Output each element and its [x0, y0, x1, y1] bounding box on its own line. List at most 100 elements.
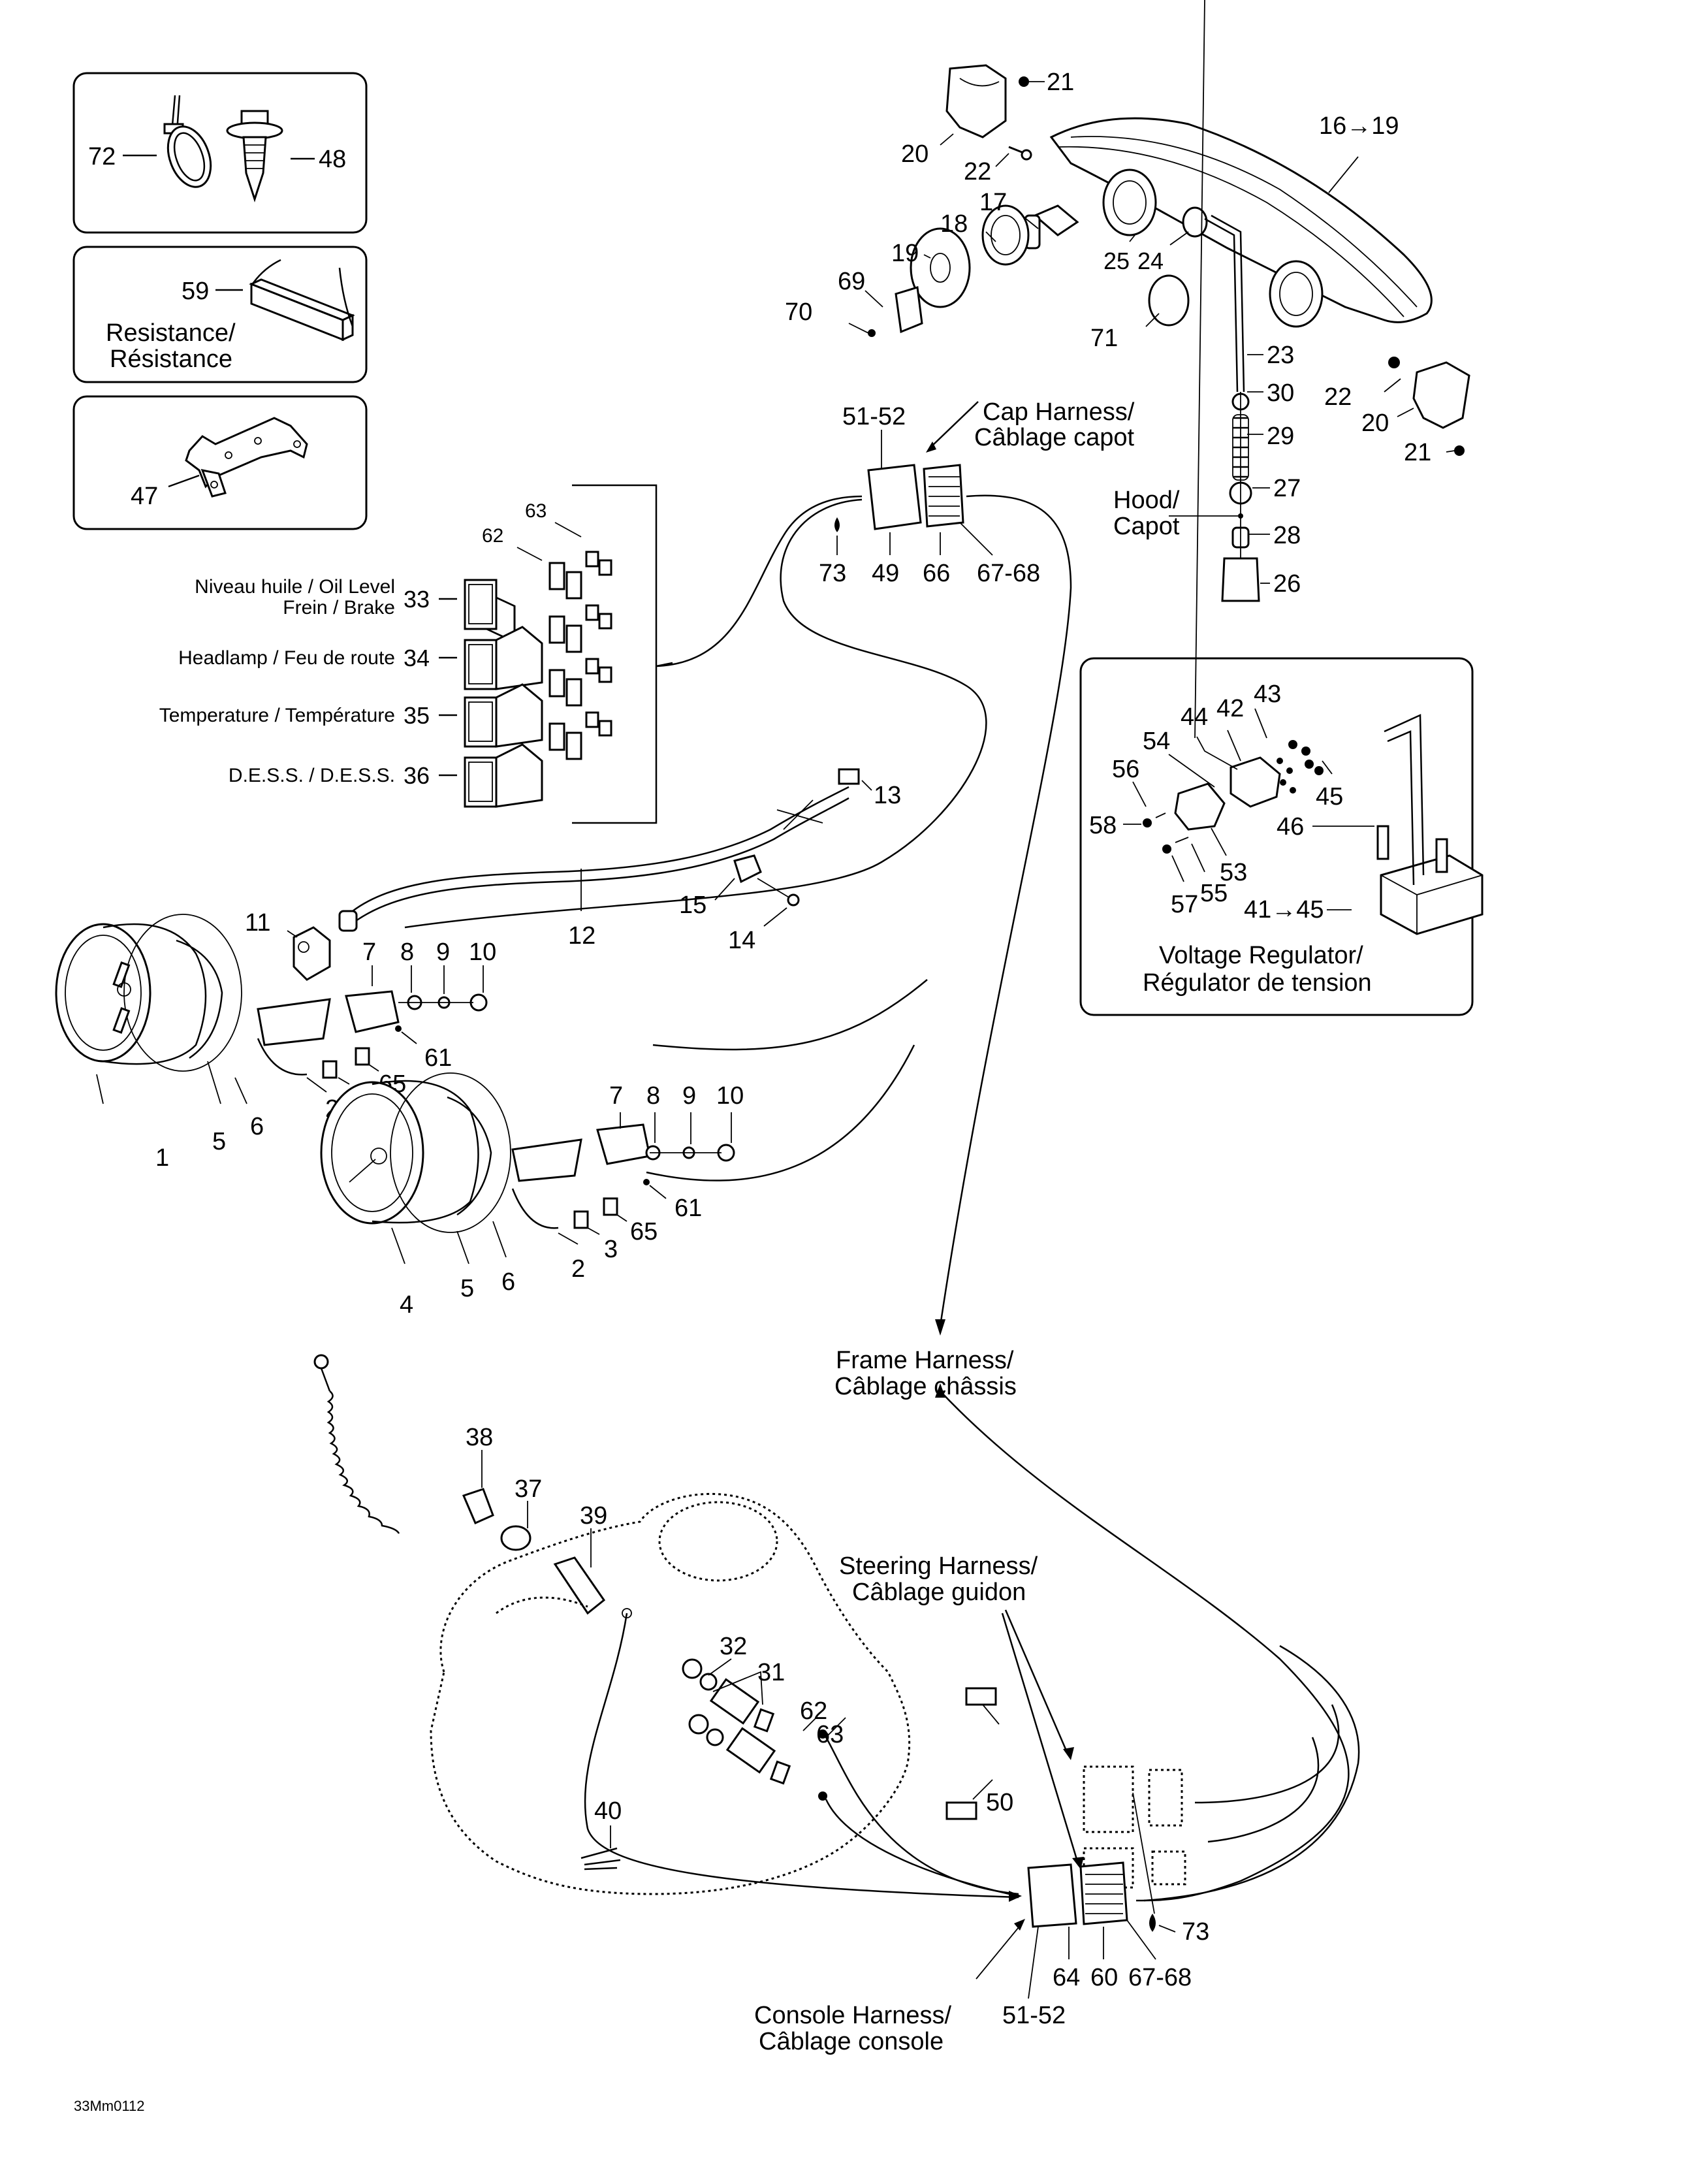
connector-3-upper [322, 1060, 338, 1079]
callout-48: 48 [319, 146, 346, 173]
ring-5 [176, 939, 223, 1059]
callout-43: 43 [1254, 681, 1281, 708]
indicator-headlamp: Headlamp / Feu de route 34 [178, 626, 543, 690]
callout-24: 24 [1137, 248, 1164, 274]
bolt-46 [1376, 825, 1389, 860]
cable-end-13 [838, 768, 860, 785]
screw-14 [787, 893, 800, 907]
headlamp-bulb-socket-right [1269, 260, 1324, 328]
callout-20-right: 20 [1361, 410, 1389, 437]
gasket-6-lower [390, 1072, 511, 1233]
callout-61-upper: 61 [424, 1044, 452, 1072]
dess-post-39 [553, 1556, 606, 1615]
indicator-33-label-1: Niveau huile / Oil Level [195, 576, 395, 598]
resistor-icon [249, 259, 355, 342]
fastener-73-steering [1149, 1914, 1156, 1932]
frame-harness-label-fr: Câblage châssis [834, 1373, 1017, 1400]
cable-clamp-15 [733, 854, 762, 884]
callout-39: 39 [580, 1502, 607, 1530]
callout-3-lower: 3 [604, 1236, 618, 1263]
callout-23: 23 [1267, 342, 1294, 369]
screw-22-right [1388, 357, 1400, 368]
callout-47: 47 [131, 483, 158, 510]
callout-67-68-console: 67-68 [1128, 1964, 1192, 1991]
callout-26: 26 [1273, 570, 1301, 598]
connector-42 [1230, 756, 1281, 808]
callout-42: 42 [1216, 695, 1244, 722]
callout-19: 19 [891, 240, 919, 267]
callout-15: 15 [679, 891, 706, 919]
console-harness-label-fr: Câblage console [759, 2028, 944, 2055]
callout-6-lower: 6 [501, 1268, 515, 1296]
callout-5-lower: 5 [460, 1275, 474, 1302]
callout-57: 57 [1171, 891, 1198, 918]
headlamp-bulb-socket-left [1102, 169, 1157, 236]
cable-tie-icon [163, 95, 212, 188]
grommet-24 [1182, 206, 1208, 238]
callout-41-45: 41→45 [1244, 896, 1324, 923]
callout-73-cap: 73 [819, 560, 846, 587]
speedo-drive-11 [293, 926, 331, 981]
connector-60 [1079, 1861, 1128, 1925]
callout-60: 60 [1090, 1964, 1118, 1991]
rivets-40 [580, 1847, 621, 1871]
callout-51-52-cap: 51-52 [842, 403, 906, 430]
connector-65-lower [603, 1197, 618, 1216]
cap-37 [500, 1525, 532, 1551]
steering-connector-upper [1083, 1765, 1134, 1833]
fastener-73 [834, 517, 840, 532]
callout-33: 33 [404, 586, 430, 613]
dust-cap-19 [910, 227, 971, 308]
console-harness: 64 60 67-68 51-52 Console Harness/ Câbla… [754, 1645, 1360, 2055]
callout-66: 66 [923, 560, 950, 587]
callout-29: 29 [1267, 423, 1294, 450]
indicator-oil-brake: Niveau huile / Oil Level Frein / Brake 3… [195, 576, 516, 644]
terminals-43-45 [1277, 740, 1324, 794]
frame-harness-label: Frame Harness/ Câblage châssis [834, 1347, 1017, 1400]
callout-20-left: 20 [901, 140, 928, 168]
callout-49: 49 [872, 560, 899, 587]
callout-7-lower: 7 [609, 1082, 623, 1110]
steering-harness-label-en: Steering Harness/ [839, 1552, 1038, 1580]
callout-62-console: 62 [800, 1697, 827, 1725]
voltage-regulator-label-fr: Régulator de tension [1143, 969, 1372, 997]
callout-21-left: 21 [1047, 69, 1074, 96]
callout-56: 56 [1112, 756, 1139, 783]
console-outline [430, 1492, 911, 1895]
speedometer-assembly: 11 12 13 15 14 7 8 9 10 61 65 3 2 6 5 1 [55, 768, 901, 1172]
hood-label-en: Hood/ [1113, 487, 1180, 514]
group-bracket [572, 484, 658, 824]
cap-harness: 51-52 Cap Harness/ Câblage capot 73 49 6… [819, 398, 1135, 587]
callout-7-upper: 7 [362, 939, 376, 966]
terminal-70 [868, 329, 876, 337]
indicator-temperature: Temperature / Température 35 [159, 683, 543, 748]
callout-64: 64 [1053, 1964, 1080, 1991]
connector-housing-49 [867, 464, 922, 530]
callout-4: 4 [400, 1291, 413, 1319]
callout-9-lower: 9 [682, 1082, 696, 1110]
inset-fasteners: 72 48 [72, 72, 368, 234]
bulb-17 [1024, 204, 1079, 249]
callout-25: 25 [1103, 248, 1130, 274]
frame-harness-label-en: Frame Harness/ [836, 1347, 1014, 1374]
indicator-lights-group: 63 62 Niveau huile / Oil Level Frein / B… [159, 484, 673, 824]
indicator-36-label: D.E.S.S. / D.E.S.S. [229, 765, 395, 786]
clip-50-lower [945, 1801, 977, 1820]
callout-21-right: 21 [1404, 439, 1431, 466]
callout-17: 17 [979, 189, 1007, 216]
callout-6-upper: 6 [250, 1113, 264, 1140]
callout-71: 71 [1090, 325, 1118, 352]
resistance-label-fr: Résistance [110, 345, 232, 373]
knob-26 [1221, 557, 1260, 602]
cap-harness-label-en: Cap Harness/ [983, 398, 1135, 426]
voltage-regulator-icon [1376, 714, 1484, 935]
callout-62-top: 62 [482, 525, 503, 547]
dess-key-38 [462, 1488, 494, 1524]
terminal-58 [1143, 818, 1152, 827]
callout-50: 50 [986, 1789, 1013, 1816]
callout-40: 40 [594, 1797, 622, 1825]
dess-lanyard-icon [313, 1354, 400, 1534]
callout-16-19: 16→19 [1319, 112, 1399, 140]
callout-14: 14 [728, 927, 755, 954]
